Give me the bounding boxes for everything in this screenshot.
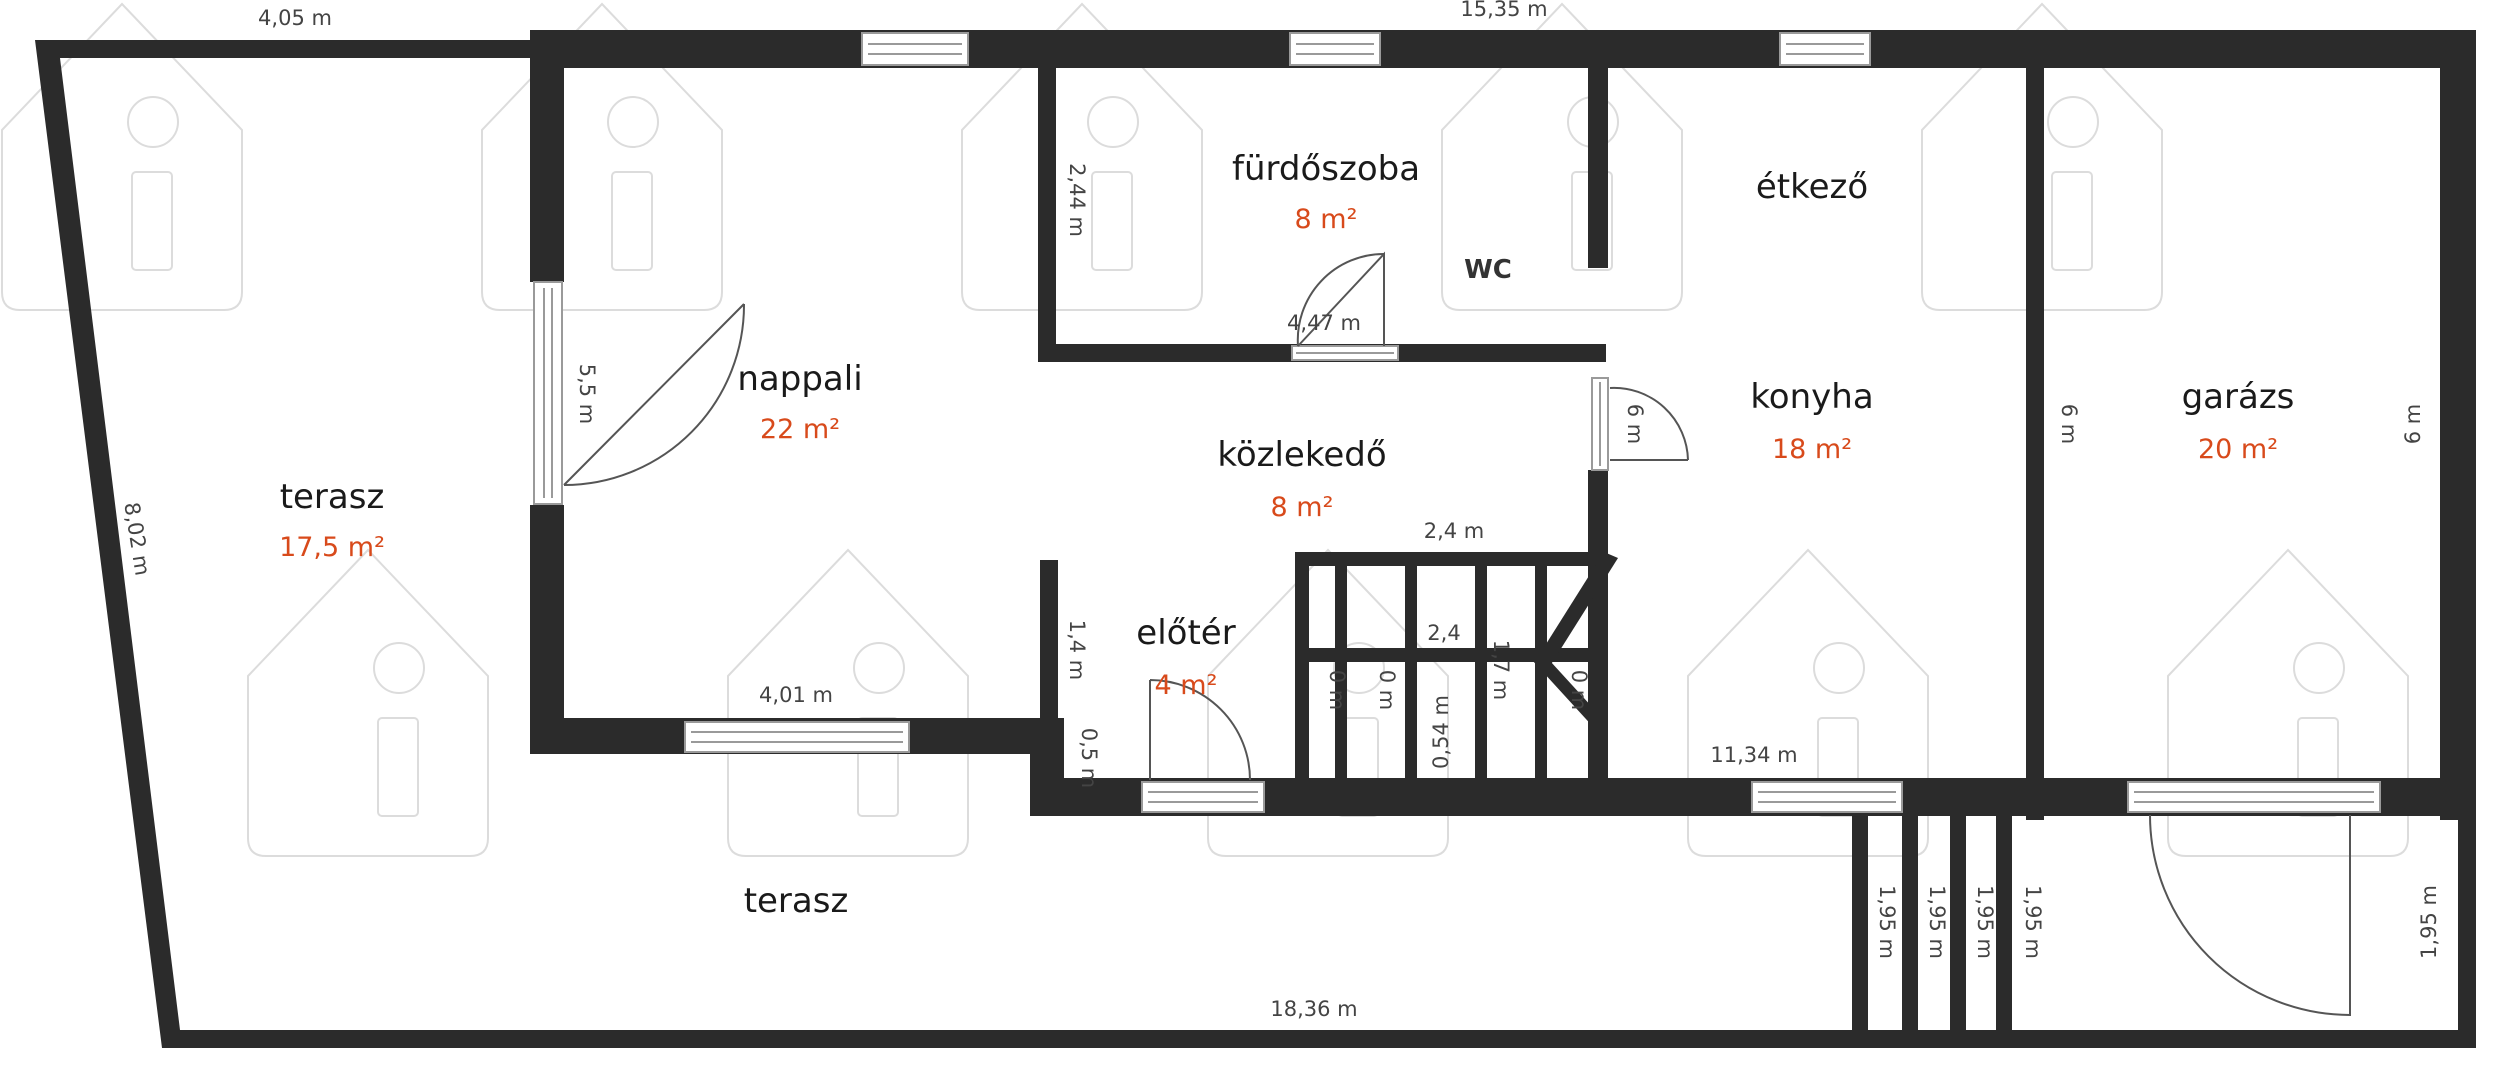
- watermark-house-icon: [247, 548, 489, 857]
- room-name-terasz-bottom: terasz: [744, 881, 849, 921]
- dim-kitchen-door: 6 m: [1623, 404, 1647, 445]
- dim-step-2: 1,95 m: [1925, 885, 1949, 959]
- room-name-wc: WC: [1464, 255, 1512, 285]
- door-swing: [1149, 679, 1251, 781]
- stair-frame-left: [1295, 552, 1309, 814]
- window: [861, 32, 969, 66]
- nappali-left-wall-lower: [530, 505, 564, 753]
- dim-step-3: 1,95 m: [1973, 885, 1997, 959]
- watermark-house-icon: [961, 2, 1203, 311]
- dim-nappali-bottom: 4,01 m: [759, 683, 833, 707]
- bath-right-wall: [1588, 30, 1608, 268]
- dim-hall-wall: 1,4 m: [1065, 620, 1089, 681]
- dim-stair-a: 0 m: [1325, 670, 1349, 711]
- window: [2127, 781, 2381, 813]
- kitchen-left-wall: [1588, 470, 1608, 800]
- window: [533, 281, 563, 505]
- room-area-garazs: 20 m²: [2198, 434, 2278, 465]
- room-area-nappali: 22 m²: [760, 414, 840, 445]
- room-area-furdoszoba: 8 m²: [1295, 204, 1358, 235]
- dim-bath-height: 2,44 m: [1065, 163, 1089, 237]
- dim-stair-mid: 2,4: [1427, 621, 1460, 645]
- step-post-3: [1950, 812, 1966, 1048]
- room-name-kozlekedo: közlekedő: [1217, 435, 1386, 475]
- watermark-layer: [0, 2, 2409, 857]
- dim-top-left: 4,05 m: [258, 6, 332, 30]
- dim-kitchen-bottom: 11,34 m: [1710, 743, 1797, 767]
- dim-top: 15,35 m: [1460, 0, 1547, 21]
- dim-step-5: 1,95 m: [2417, 885, 2441, 959]
- stair-frame-top: [1295, 552, 1607, 566]
- room-name-furdoszoba: fürdőszoba: [1232, 149, 1420, 189]
- window: [1141, 781, 1265, 813]
- room-name-garazs: garázs: [2182, 377, 2295, 417]
- watermark-house-icon: [481, 2, 723, 311]
- right-wall: [2440, 30, 2476, 820]
- dim-bottom: 18,36 m: [1270, 997, 1357, 1021]
- window: [1751, 781, 1903, 813]
- window: [684, 721, 910, 753]
- dim-stair-top: 2,4 m: [1424, 519, 1485, 543]
- room-name-nappali: nappali: [737, 359, 862, 399]
- room-name-terasz-left: terasz: [280, 477, 385, 517]
- garage-divider-wall: [2026, 30, 2044, 820]
- window: [1291, 345, 1399, 361]
- room-name-konyha: konyha: [1750, 377, 1873, 417]
- dim-bath-width: 4,47 m: [1287, 311, 1361, 335]
- dim-left-slant: 8,02 m: [119, 501, 154, 578]
- stair-frame-mid: [1295, 648, 1607, 662]
- stair-col-3: [1475, 552, 1487, 814]
- door-swing: [563, 303, 746, 486]
- dim-garage-right: 6 m: [2401, 404, 2425, 445]
- dim-stair-step: 1,7 m: [1489, 640, 1513, 701]
- dim-stair-b: 0 m: [1375, 670, 1399, 711]
- watermark-house-icon: [1921, 2, 2163, 311]
- window: [1591, 377, 1609, 471]
- terrace-outer-wall: [35, 40, 2476, 1048]
- windows: [533, 32, 2381, 813]
- stair-col-2: [1405, 552, 1417, 814]
- room-area-eloter: 4 m²: [1155, 670, 1218, 701]
- dim-garage-left: 6 m: [2057, 404, 2081, 445]
- room-area-terasz-left: 17,5 m²: [279, 532, 385, 563]
- dim-entry-05: 0,5 m: [1077, 728, 1101, 789]
- stair-diagonal-2: [1532, 650, 1604, 730]
- dim-nappali-window: 5,5 m: [575, 364, 599, 425]
- step-post-1: [1852, 812, 1868, 1048]
- watermark-house-icon: [0, 2, 243, 311]
- dim-stair-054: 0,54 m: [1429, 695, 1453, 769]
- step-post-4: [1996, 812, 2012, 1048]
- dim-step-4: 1,95 m: [2021, 885, 2045, 959]
- door-swing: [2149, 814, 2351, 1017]
- dim-step-1: 1,95 m: [1875, 885, 1899, 959]
- top-wall: [530, 30, 2446, 68]
- step-post-2: [1902, 812, 1918, 1048]
- room-area-kozlekedo: 8 m²: [1271, 492, 1334, 523]
- door-swing: [1296, 252, 1385, 347]
- dim-stair-c: 0 m: [1567, 670, 1591, 711]
- dimension-labels: 4,05 m 15,35 m 8,02 m 5,5 m 2,44 m 4,47 …: [119, 0, 2441, 1021]
- hall-wall: [1040, 560, 1058, 718]
- room-area-konyha: 18 m²: [1772, 434, 1852, 465]
- room-name-eloter: előtér: [1136, 613, 1235, 653]
- room-labels: terasz 17,5 m² nappali 22 m² fürdőszoba …: [279, 149, 2294, 921]
- bath-left-wall: [1038, 30, 1056, 362]
- window: [1289, 32, 1381, 66]
- door-swing: [1609, 386, 1689, 461]
- doors: [563, 251, 2351, 1017]
- stair-col-1: [1335, 552, 1347, 814]
- nappali-left-wall-upper: [530, 30, 564, 282]
- stair-diagonal-1: [1536, 552, 1618, 666]
- stair-col-4: [1535, 552, 1547, 814]
- room-name-etkezo: étkező: [1756, 167, 1868, 207]
- window: [1779, 32, 1871, 66]
